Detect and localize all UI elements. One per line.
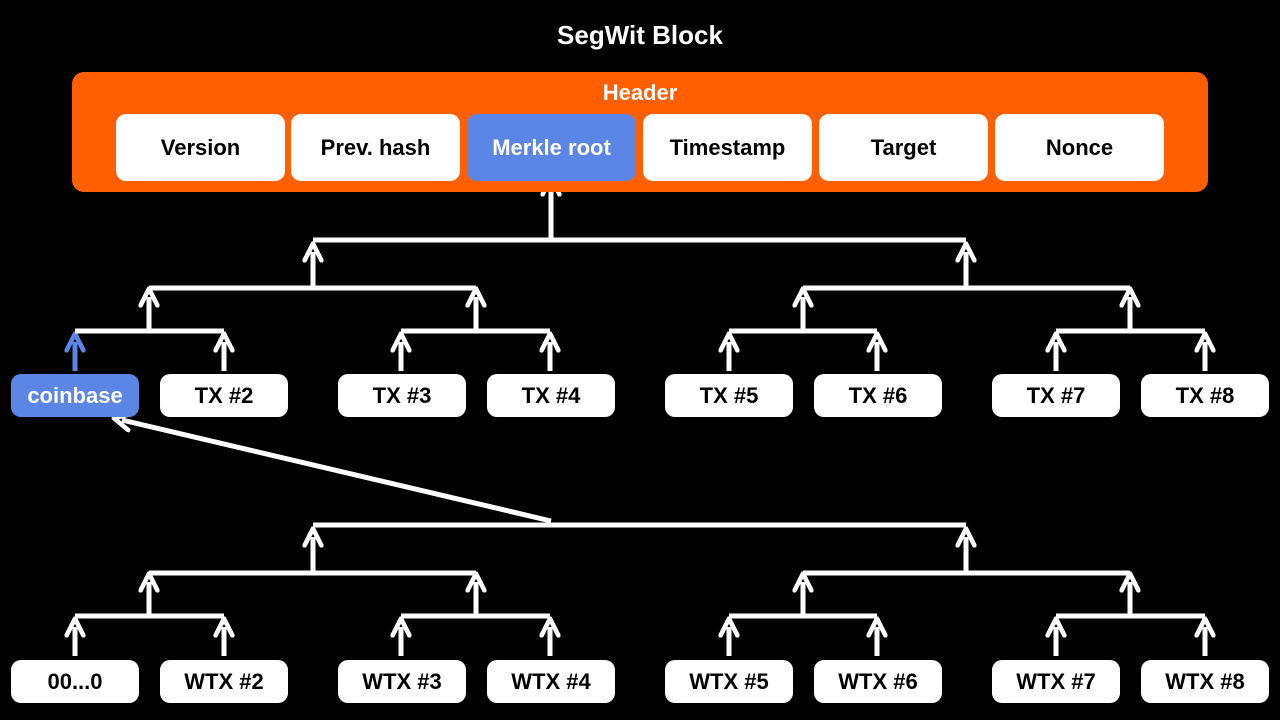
wtx-node-coinbase[interactable]: 00...0 [11,660,139,703]
tx-node[interactable]: TX #8 [1141,374,1269,417]
timestamp-field[interactable]: Timestamp [643,114,812,181]
block-header: Header Version Prev. hash Merkle root Ti… [72,72,1208,192]
nonce-field[interactable]: Nonce [995,114,1164,181]
tx-node[interactable]: TX #4 [487,374,615,417]
wtx-node[interactable]: WTX #8 [1141,660,1269,703]
witness-commitment-arrow [122,420,552,524]
target-field[interactable]: Target [819,114,988,181]
tx-node[interactable]: TX #6 [814,374,942,417]
tx-node-coinbase[interactable]: coinbase [11,374,139,417]
wtx-node[interactable]: WTX #3 [338,660,466,703]
wtx-node[interactable]: WTX #4 [487,660,615,703]
tx-node[interactable]: TX #2 [160,374,288,417]
diagram-title: SegWit Block [557,20,723,50]
wtx-node[interactable]: WTX #5 [665,660,793,703]
tx-node[interactable]: TX #5 [665,374,793,417]
merkle-root-field[interactable]: Merkle root [467,114,636,181]
wtx-node[interactable]: WTX #6 [814,660,942,703]
version-field[interactable]: Version [116,114,285,181]
tx-node[interactable]: TX #3 [338,374,466,417]
wtx-node[interactable]: WTX #7 [992,660,1120,703]
prev-hash-field[interactable]: Prev. hash [291,114,460,181]
header-label: Header [602,80,678,105]
wtx-node[interactable]: WTX #2 [160,660,288,703]
tx-node[interactable]: TX #7 [992,374,1120,417]
